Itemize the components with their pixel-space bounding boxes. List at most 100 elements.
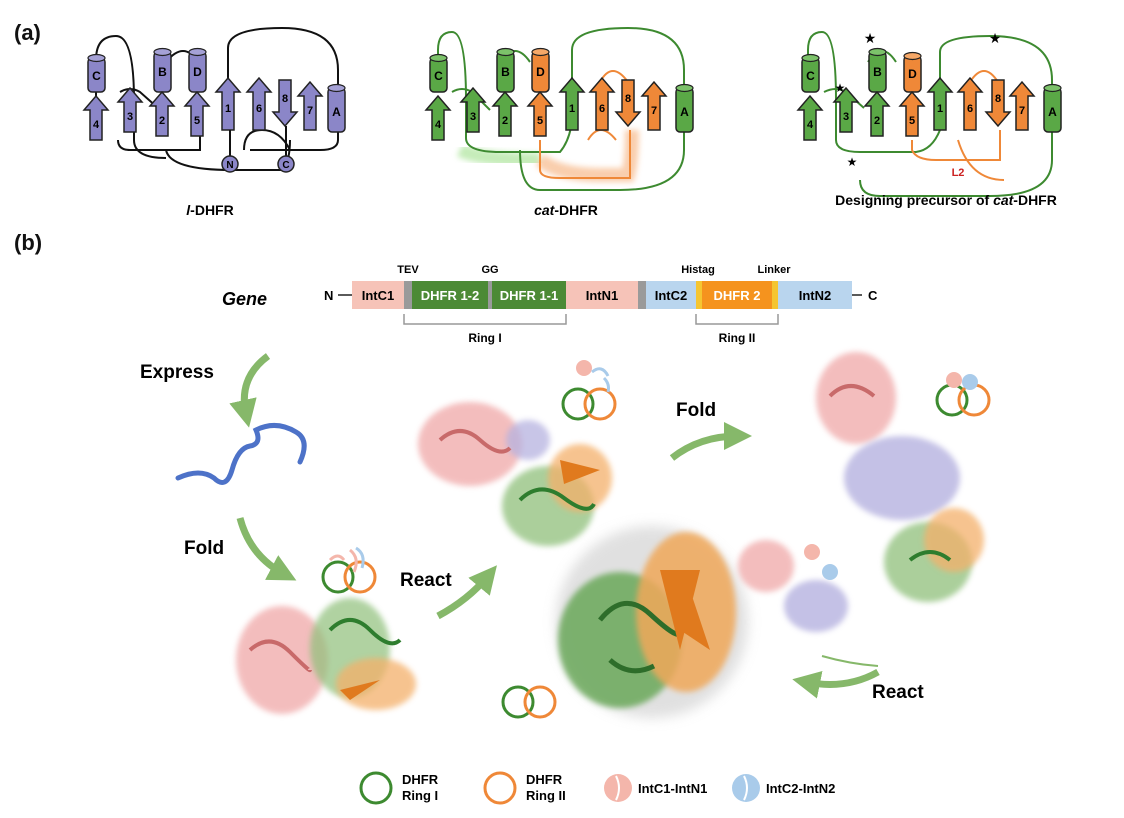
helix-D: D [188, 47, 207, 93]
tev-site [404, 281, 412, 309]
gene-label: Gene [222, 289, 267, 309]
panel-b-label: (b) [14, 230, 42, 255]
legend-ring-ii-swatch [483, 771, 517, 805]
svg-text:B: B [158, 65, 167, 79]
star-marker: ★ [835, 81, 846, 95]
n-terminus-marker: N [221, 130, 239, 173]
protein-cat-dhfr [556, 526, 748, 718]
svg-text:8: 8 [282, 93, 288, 105]
protein-folded-1 [236, 598, 416, 714]
svg-text:2: 2 [502, 115, 508, 127]
strand-8: 8 [271, 79, 299, 128]
svg-text:5: 5 [909, 115, 915, 127]
strand-8: 8 [614, 79, 642, 128]
svg-text:Ring I: Ring I [468, 331, 501, 345]
svg-text:7: 7 [1019, 105, 1025, 117]
svg-text:1: 1 [569, 103, 575, 115]
arrow-fold-2 [669, 422, 752, 461]
protein-react-1 [418, 402, 612, 546]
svg-text:Ring II: Ring II [526, 788, 566, 803]
helix-B: B [868, 47, 887, 93]
icon-rings-fold-2 [935, 372, 991, 417]
c-terminus-marker: C [277, 126, 295, 173]
strand-2: 2 [491, 90, 519, 137]
svg-text:2: 2 [874, 115, 880, 127]
svg-text:DHFR 2: DHFR 2 [714, 288, 761, 303]
svg-text:C: C [806, 69, 815, 83]
gg-linker [488, 281, 492, 309]
icon-rings-fold [321, 546, 377, 594]
loop-l2-label: L2 [952, 167, 965, 179]
svg-text:IntC1: IntC1 [362, 288, 395, 303]
helix-A: A [327, 83, 346, 133]
helix-D: D [531, 47, 550, 93]
svg-text:3: 3 [843, 111, 849, 123]
svg-text:C: C [92, 69, 101, 83]
icon-rings-final [501, 685, 557, 719]
protein-precursor-folded [816, 352, 984, 602]
strand-7: 7 [296, 80, 324, 131]
strand-1: 1 [214, 76, 242, 131]
panel-a-label: (a) [14, 20, 41, 45]
tag-gg: GG [481, 264, 498, 276]
svg-text:N: N [226, 160, 233, 171]
arrow-express [229, 353, 271, 428]
helix-C: C [429, 53, 448, 93]
svg-text:DHFR 1-1: DHFR 1-1 [500, 288, 559, 303]
helix-C: C [87, 53, 106, 93]
tag-histag: Histag [681, 264, 715, 276]
strand-3: 3 [832, 86, 860, 133]
svg-text:IntN1: IntN1 [586, 288, 619, 303]
strand-6: 6 [588, 76, 616, 131]
helix-A: A [1043, 83, 1062, 133]
glow-orange [535, 129, 639, 182]
svg-text:Ring II: Ring II [719, 331, 756, 345]
svg-text:Ring I: Ring I [402, 788, 438, 803]
step-fold-1: Fold [184, 538, 224, 559]
arrow-fold-1 [236, 517, 297, 581]
tag-linker: Linker [757, 264, 791, 276]
svg-text:IntC2-IntN2: IntC2-IntN2 [766, 781, 835, 796]
unfolded-chain [175, 423, 307, 485]
strand-3: 3 [116, 86, 144, 133]
legend-ring-i-swatch [359, 771, 393, 805]
tag-tev: TEV [397, 264, 419, 276]
svg-text:3: 3 [127, 111, 133, 123]
svg-text:A: A [680, 105, 689, 119]
connecting-loop [911, 70, 1005, 181]
helix-A: A [675, 83, 694, 133]
svg-text:5: 5 [194, 115, 200, 127]
helix-C: C [801, 53, 820, 93]
helix-D: D [903, 51, 922, 93]
strand-2: 2 [148, 90, 176, 137]
star-marker: ★ [989, 30, 1002, 46]
svg-text:IntC2: IntC2 [655, 288, 688, 303]
strand-5: 5 [526, 90, 554, 137]
connecting-loop [117, 112, 300, 171]
segment-intn1 [566, 281, 638, 309]
svg-text:A: A [1048, 105, 1057, 119]
topology-cat-dhfr: C B D A 4 3 2 5 1 6 8 7 cat-DHFR [424, 26, 694, 218]
icon-rings-react-1 [561, 360, 617, 421]
svg-text:IntN2: IntN2 [799, 288, 832, 303]
icon-intein-1 [804, 544, 820, 560]
topology-precursor: C B D A 4 3 2 5 1 6 8 7 ★ ★ ★ ★ L2 Desig… [796, 30, 1062, 208]
svg-text:8: 8 [625, 93, 631, 105]
svg-text:6: 6 [599, 103, 605, 115]
caption-l-dhfr: l-DHFR [186, 202, 233, 218]
strand-5: 5 [898, 90, 926, 137]
step-fold-2: Fold [676, 400, 716, 421]
connecting-loop [95, 34, 167, 159]
svg-text:7: 7 [307, 105, 313, 117]
gene-construct: Gene N C IntC1 DHFR 1-2 DHFR 1-1 IntN1 I… [222, 264, 878, 345]
svg-text:4: 4 [807, 119, 814, 131]
segment-dhfr-2 [702, 281, 772, 309]
icon-intein-2 [822, 564, 838, 580]
svg-text:C: C [282, 160, 289, 171]
svg-text:5: 5 [537, 115, 543, 127]
svg-text:C: C [434, 69, 443, 83]
svg-text:2: 2 [159, 115, 165, 127]
svg-text:DHFR 1-2: DHFR 1-2 [421, 288, 480, 303]
arrow-react-2 [792, 668, 880, 699]
intein-products [738, 540, 848, 632]
